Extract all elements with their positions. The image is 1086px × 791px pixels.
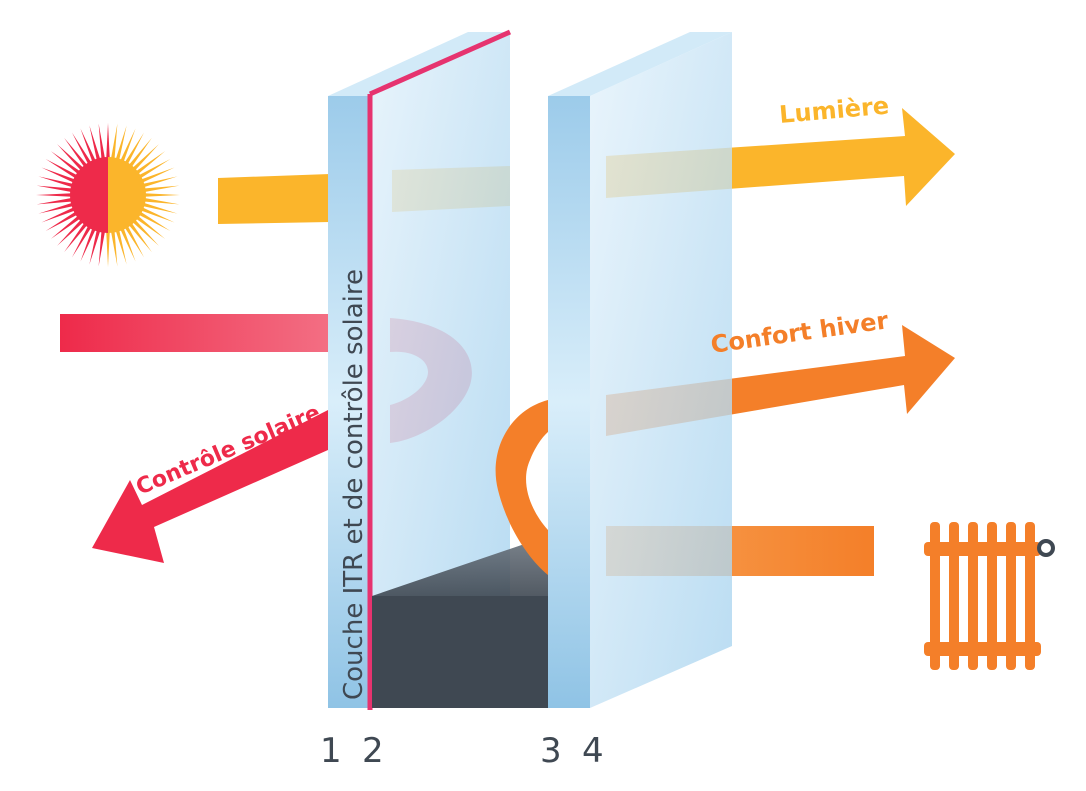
coating-label: Couche ITR et de contrôle solaire <box>339 269 369 700</box>
radiator-icon <box>924 522 1055 670</box>
face-number-3: 3 <box>540 731 562 771</box>
face-number-4: 4 <box>582 731 604 771</box>
inner-glass-pane <box>548 32 732 708</box>
sun-icon <box>36 123 180 267</box>
light-label: Lumière <box>778 91 890 128</box>
face-number-2: 2 <box>362 731 384 771</box>
winter-comfort-label: Confort hiver <box>709 306 890 359</box>
outer-glass-pane <box>328 29 512 710</box>
face-number-1: 1 <box>320 731 342 771</box>
spacer-bar <box>372 536 548 708</box>
